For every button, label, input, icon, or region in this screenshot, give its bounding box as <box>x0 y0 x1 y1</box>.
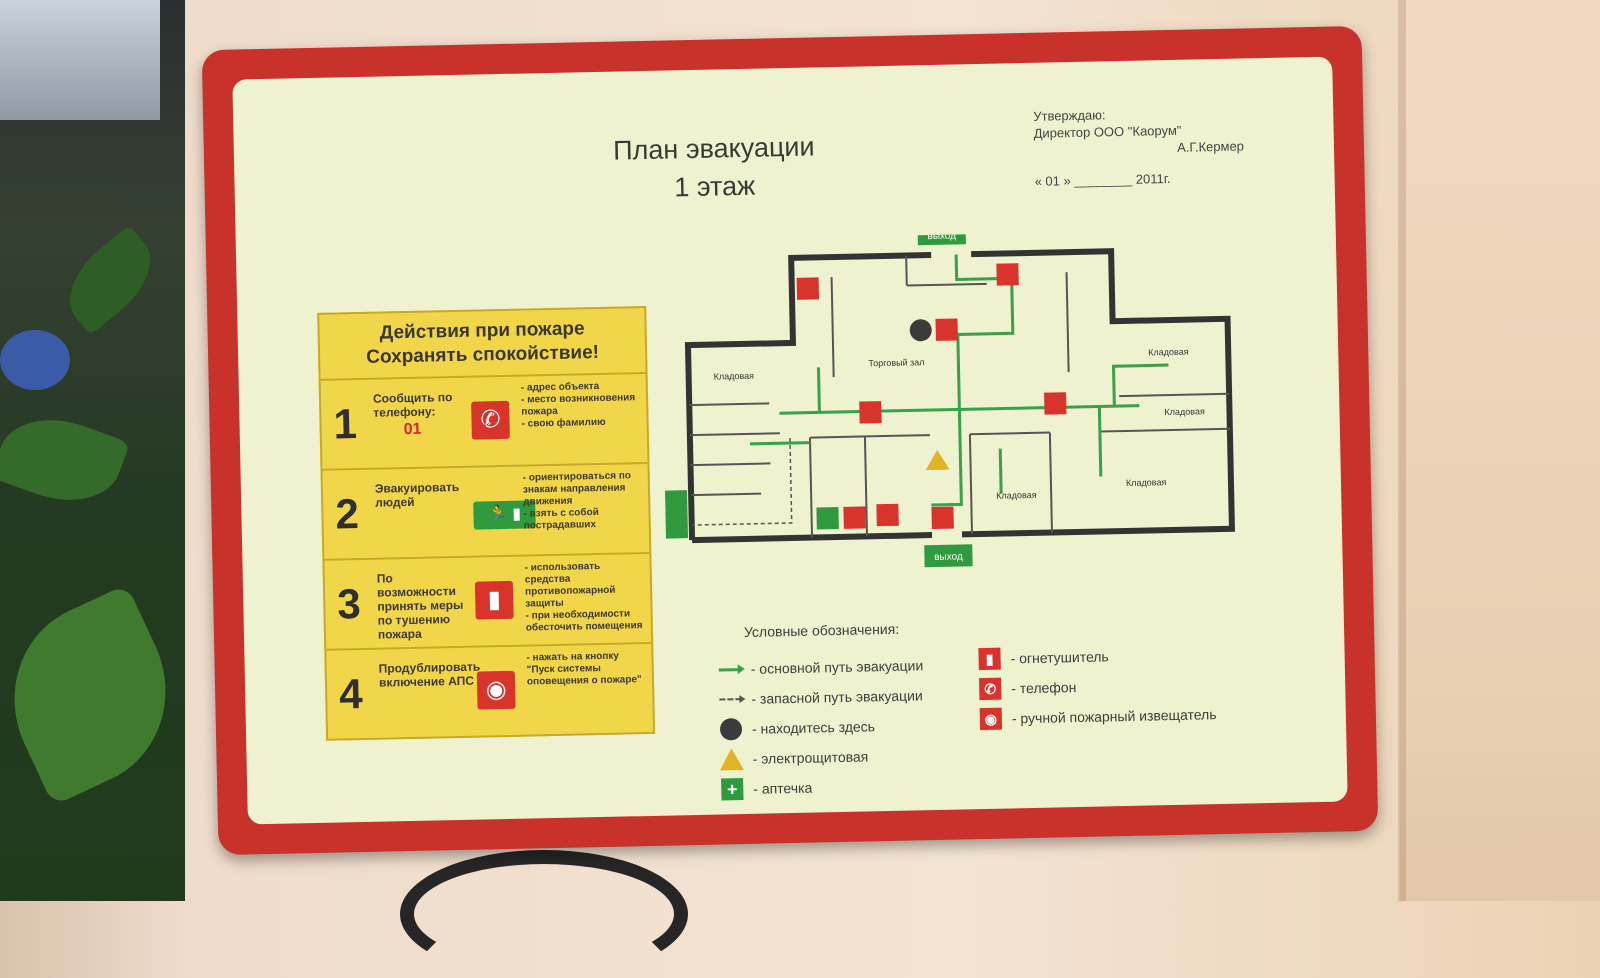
floor-label: 1 этаж <box>673 170 756 203</box>
step-number: 4 <box>338 670 364 718</box>
legend-item: - электрощитовая <box>716 740 925 774</box>
exit-label: выход <box>934 551 963 563</box>
alarm-button-icon: ◉ <box>979 707 1003 731</box>
exit-label: выход <box>927 230 956 242</box>
phone-icon: ✆ <box>979 677 1002 701</box>
legend-item: - находитесь здесь <box>716 710 925 744</box>
exit-sign-icon <box>924 544 973 568</box>
plan-symbols <box>796 263 1067 530</box>
legend-label: - огнетушитель <box>1010 648 1109 667</box>
you-are-here-icon <box>719 718 743 741</box>
actions-heading: Действия при пожаре Сохранять спокойстви… <box>319 308 646 381</box>
legend-label: - телефон <box>1011 679 1077 697</box>
legend-label: - запасной путь эвакуации <box>751 687 923 707</box>
evacuation-plan-board: План эвакуации 1 этаж Утверждаю: Директо… <box>232 56 1348 825</box>
exit-sign-icon <box>917 228 966 246</box>
plant-leaf <box>52 224 168 336</box>
plant-background <box>0 0 199 901</box>
step-text: Сообщить по телефону:01 <box>373 390 469 438</box>
room-label: Торговый зал <box>868 357 924 368</box>
legend-item: + - аптечка <box>717 770 926 804</box>
step-number: 1 <box>333 400 358 448</box>
room-label: Кладовая <box>1126 477 1167 488</box>
plan-partitions <box>689 255 1230 538</box>
phone-icon <box>796 277 820 300</box>
step-text-label: Сообщить по телефону: <box>372 390 453 420</box>
step-note: - нажать на кнопку "Пуск системы оповеще… <box>526 650 642 688</box>
room-labels: Торговый зал Кладовая Кладовая Кладовая … <box>714 347 1205 501</box>
plant-leaf <box>0 401 131 519</box>
room-label: Кладовая <box>1148 347 1189 358</box>
phone-icon <box>876 503 899 527</box>
plan-title: План эвакуации 1 этаж <box>574 127 856 209</box>
step-text: Эвакуировать людей <box>374 479 460 510</box>
legend-item: ◉ - ручной пожарный извещатель <box>976 699 1217 734</box>
legend-label: - основной путь эвакуации <box>750 657 924 677</box>
title-line: План эвакуации <box>612 131 815 166</box>
room-label: Кладовая <box>714 371 755 382</box>
legend-item: - основной путь эвакуации <box>714 650 923 684</box>
hose <box>400 850 688 978</box>
emergency-number: 01 <box>403 420 422 439</box>
legend-left: - основной путь эвакуации - запасной пут… <box>714 650 926 804</box>
alarm-button-icon <box>931 506 954 530</box>
wall-shadow <box>1398 0 1406 901</box>
extinguisher-icon <box>935 318 958 341</box>
main-route-arrow-icon <box>718 667 741 672</box>
legend-label: - находитесь здесь <box>751 718 876 737</box>
first-aid-icon: + <box>721 778 744 801</box>
extinguisher-icon <box>859 401 882 424</box>
phone-icon: ✆ <box>471 400 510 440</box>
plant-leaf <box>0 584 199 806</box>
step-text: Продублировать включение АПС <box>378 659 481 690</box>
evacuation-plan-frame: План эвакуации 1 этаж Утверждаю: Директо… <box>201 25 1379 856</box>
legend-title: Условные обозначения: <box>743 620 900 641</box>
step-number: 2 <box>334 490 360 538</box>
extinguisher-icon: ▮ <box>474 580 514 620</box>
approval-block: Утверждаю: Директор ООО "Каорум" А.Г.Кер… <box>1033 103 1285 190</box>
first-aid-icon <box>816 507 839 530</box>
reserve-evacuation-routes <box>691 437 793 526</box>
step-note: - ориентироваться по знакам направления … <box>522 470 632 532</box>
approval-date: « 01 » ________ 2011г. <box>1034 170 1171 189</box>
legend-label: - электрощитовая <box>752 748 869 767</box>
extinguisher-icon <box>1044 392 1067 415</box>
step-note: - использовать средства противопожарной … <box>524 561 643 634</box>
extinguisher-icon: ▮ <box>978 647 1001 671</box>
window <box>0 0 160 120</box>
you-are-here-icon <box>909 319 932 342</box>
wall-right <box>1400 0 1600 901</box>
legend-right: ▮ - огнетушитель ✆ - телефон ◉ - ручной пож… <box>974 639 1217 734</box>
main-evacuation-routes <box>750 254 1169 507</box>
exit-signs: выход выход <box>665 228 973 568</box>
action-step: 4 Продублировать включение АПС ◉ - нажат… <box>326 644 653 739</box>
electrical-panel-icon <box>719 748 744 771</box>
legend-label: - ручной пожарный извещатель <box>1011 706 1217 727</box>
action-step: 3 По возможности принять меры по тушению… <box>324 553 652 651</box>
action-step: 2 Эвакуировать людей 🏃 ▮ - ориентировать… <box>322 463 650 561</box>
step-text: По возможности принять меры по тушению п… <box>376 571 464 642</box>
fire-actions-panel: Действия при пожаре Сохранять спокойстви… <box>317 305 656 741</box>
flower <box>0 330 70 390</box>
reserve-route-arrow-icon <box>719 698 742 701</box>
phone-icon <box>843 506 866 529</box>
room-label: Кладовая <box>996 490 1037 501</box>
legend-label: - аптечка <box>753 779 813 797</box>
step-number: 3 <box>336 580 362 628</box>
room-label: Кладовая <box>1164 406 1205 417</box>
legend-item: - запасной путь эвакуации <box>715 680 924 714</box>
alarm-button-icon <box>996 263 1019 286</box>
exit-sign-icon <box>665 490 689 539</box>
floor-plan: выход выход Торговый зал Кладовая Кладов… <box>665 228 1236 568</box>
fire-alarm-button-icon: ◉ <box>476 670 516 710</box>
electrical-panel-icon <box>925 449 950 471</box>
action-step: 1 Сообщить по телефону:01 ✆ - адрес объе… <box>320 374 648 471</box>
step-note: - адрес объекта - место возникновения по… <box>520 380 636 430</box>
